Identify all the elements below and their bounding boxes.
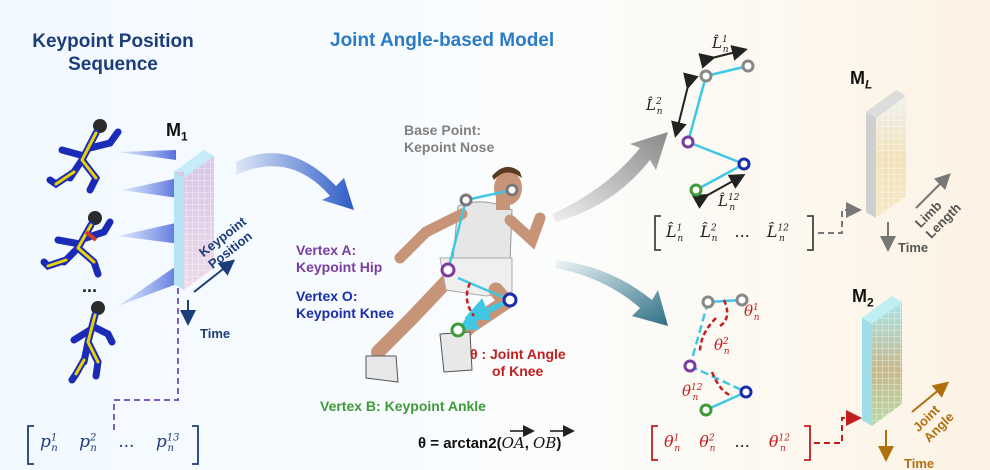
limb-label-1: L̂1n — [712, 34, 729, 55]
curved-arrow-to-model — [236, 153, 354, 210]
ml-time-label: Time — [898, 240, 929, 255]
center-title: Joint Angle-based Model — [330, 30, 555, 51]
athlete-figure — [365, 166, 546, 383]
m1-dashed-connector — [113, 288, 179, 430]
left-title-line2: Sequence — [68, 54, 158, 75]
angle-label-12: θ12n — [682, 382, 703, 403]
vector-item-2: p2n — [79, 432, 97, 455]
angle-label-1: θ1n — [744, 302, 760, 323]
angle-label-2: θ2n — [714, 336, 730, 357]
vertex-b-label: Vertex B: Keypoint Ankle — [320, 398, 486, 414]
formula: θ = arctan2(OA, OB) — [418, 434, 562, 452]
vertex-o-label: Vertex O: Keypoint Knee — [296, 288, 395, 321]
base-point-label: Base Point: Kepoint Nose — [404, 122, 495, 155]
limb-vector-bracket-open — [654, 215, 661, 251]
athlete-skeleton — [440, 183, 519, 338]
nose-keypoint — [505, 183, 519, 197]
m2-angle-arrow — [911, 381, 950, 413]
m1-time-label: Time — [200, 326, 231, 341]
vector-item-1: p1n — [40, 432, 58, 455]
angle-vector-bracket-close — [804, 425, 811, 461]
ankle-keypoint — [450, 322, 466, 338]
arrow-to-limb-length — [552, 132, 668, 222]
runners-ellipsis: ... — [82, 276, 98, 296]
vector-ellipsis: ... — [118, 432, 135, 452]
limb-vector: L̂1n L̂2n ... L̂12n — [666, 222, 789, 245]
hip-keypoint — [440, 262, 456, 278]
runner-figure-3 — [68, 301, 116, 384]
ml-limb-arrow — [915, 173, 951, 209]
runner-figure-2 — [40, 211, 114, 278]
vector-item-13: p13n — [155, 432, 180, 455]
m1-position-arrow — [193, 259, 236, 293]
angle-vector-bracket-open — [651, 425, 658, 461]
limb-label-2: L̂2n — [646, 96, 663, 117]
m1-label: M1 — [166, 120, 188, 144]
ml-label: ML — [850, 68, 873, 92]
formula-oa: OA — [501, 434, 525, 452]
limb-vector-bracket-close — [807, 215, 814, 251]
limb-dashed-connector — [818, 202, 862, 234]
left-vector: p1n p2n ... p13n — [40, 432, 180, 455]
left-title: Keypoint Position Sequence — [18, 30, 208, 76]
vertex-a-label: Vertex A: Keypoint Hip — [296, 242, 383, 275]
projection-beams — [118, 150, 182, 306]
matrix-m1 — [174, 150, 214, 290]
m2-label: M2 — [852, 286, 874, 310]
left-title-line1: Keypoint Position — [32, 31, 194, 52]
angle-skeleton — [683, 293, 753, 417]
arrow-to-joint-angle — [556, 260, 668, 326]
runner-figure-1 — [46, 119, 122, 194]
theta-label: θ : Joint Angle of Knee — [470, 346, 566, 379]
matrix-ml — [866, 90, 906, 218]
formula-ob: OB — [533, 434, 557, 452]
angle-dashed-connector — [814, 410, 862, 444]
knee-keypoint — [502, 292, 518, 308]
left-vector-bracket-open — [27, 425, 34, 465]
limb-label-12: L̂12n — [718, 192, 740, 213]
m2-time-label: Time — [904, 456, 935, 470]
limb-skeleton — [671, 45, 755, 209]
matrix-m2 — [862, 296, 902, 426]
angle-vector: θ1n θ2n ... θ12n — [664, 432, 790, 455]
left-vector-bracket-close — [192, 425, 199, 465]
